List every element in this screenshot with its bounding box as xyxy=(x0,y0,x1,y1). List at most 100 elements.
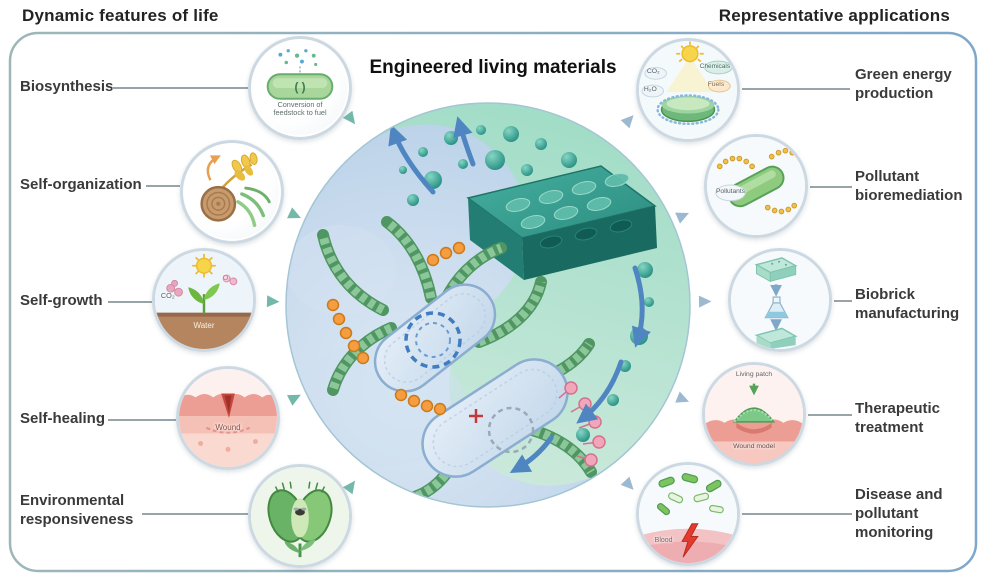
feature-label-environmental-responsiveness: Environmental responsiveness xyxy=(20,492,134,528)
feature-label-self-growth: Self-growth xyxy=(20,292,103,309)
disease-monitoring-icon: Blood xyxy=(636,462,740,566)
self-healing-art xyxy=(179,369,277,467)
wound-label: Wound xyxy=(215,422,241,432)
biobrick-top-icon xyxy=(754,257,798,283)
application-label-biobrick-manufacturing: Biobrick manufacturing xyxy=(855,286,960,322)
output-chips xyxy=(704,60,733,93)
biosynthesis-icon: ( ) Conversion of feedstock to fuel xyxy=(248,36,352,140)
connector-pollutant-bioremediation xyxy=(810,186,852,188)
bioreactor-capsule-icon: ( ) xyxy=(266,73,334,100)
sun-icon xyxy=(676,41,704,63)
environmental-responsiveness-art xyxy=(251,467,349,565)
therapeutic-treatment-icon: Living patch Wound model xyxy=(702,362,806,466)
o2-label: O₂ xyxy=(222,272,232,282)
seedling-icon xyxy=(188,283,220,314)
engineered-bacterium-2 xyxy=(421,358,569,478)
connector-self-healing xyxy=(108,419,176,421)
flask-icon xyxy=(764,296,789,319)
pollutant-bioremediation-art xyxy=(707,137,805,235)
environmental-responsiveness-icon xyxy=(248,464,352,568)
figure-title: Engineered living materials xyxy=(369,57,617,78)
water-label: Water xyxy=(193,320,215,330)
green-energy-art xyxy=(639,41,737,139)
application-label-therapeutic-treatment: Therapeutic treatment xyxy=(855,400,941,436)
disease-monitoring-art xyxy=(639,465,737,563)
pollutant-chain xyxy=(716,147,798,215)
flow-arrow-therapeutic-treatment xyxy=(675,391,690,403)
self-organization-icon xyxy=(180,140,284,244)
connector-biosynthesis xyxy=(112,87,248,89)
flow-arrow-self-growth xyxy=(266,295,280,308)
flow-arrow-green-energy xyxy=(620,115,634,129)
self-healing-icon: Wound xyxy=(176,366,280,470)
lightning-icon xyxy=(681,523,699,558)
feature-label-self-healing: Self-healing xyxy=(20,410,106,427)
blood-label: Blood xyxy=(654,536,673,544)
connector-self-organization xyxy=(146,185,180,187)
fly-icon xyxy=(295,508,305,516)
fuels-label: Fuels xyxy=(707,81,725,89)
living-dish-icon xyxy=(656,94,720,126)
green-energy-icon: CO₂ H₂O Chemicals Fuels xyxy=(636,38,740,142)
flow-arrow-self-healing xyxy=(286,394,301,406)
flow-arrow-biosynthesis xyxy=(342,110,356,125)
biobrick-manufacturing-art xyxy=(731,251,829,349)
living-material-slab xyxy=(466,165,657,280)
h2o-input-label: H₂O xyxy=(643,86,657,94)
venus-flytrap-icon xyxy=(267,481,333,558)
wound-model-label: Wound model xyxy=(733,443,775,451)
input-clouds xyxy=(641,66,667,98)
living-patch-label: Living patch xyxy=(735,370,773,378)
header-dynamic-features: Dynamic features of life xyxy=(22,6,219,25)
connector-green-energy xyxy=(742,88,850,90)
header-applications: Representative applications xyxy=(718,6,950,25)
flow-arrow-pollutant-bioremediation xyxy=(675,212,689,224)
pollutants-label: Pollutants xyxy=(716,187,745,195)
sun-icon xyxy=(192,253,216,278)
wound-depression xyxy=(736,422,772,434)
application-label-pollutant-bioremediation: Pollutant bioremediation xyxy=(855,168,963,204)
pollutants-cloud xyxy=(715,184,746,202)
flow-arrow-disease-monitoring xyxy=(620,476,634,490)
flow-arrows xyxy=(388,116,651,473)
co2-input-label: CO₂ xyxy=(646,68,660,76)
flow-arrow-self-organization xyxy=(287,207,301,219)
feature-label-self-organization: Self-organization xyxy=(20,176,142,193)
light-beam xyxy=(666,56,714,92)
engineered-bacterium-1 xyxy=(373,283,497,393)
connector-biobrick-manufacturing xyxy=(834,300,852,302)
flow-arrow-environmental-responsiveness xyxy=(342,480,356,495)
fiber-icon xyxy=(236,186,271,228)
o2-molecule-icon xyxy=(222,274,238,286)
application-label-green-energy: Green energy production xyxy=(855,66,952,102)
soil xyxy=(155,312,253,349)
connector-disease-monitoring xyxy=(742,513,852,515)
wheat-icon xyxy=(219,152,258,191)
feature-label-biosynthesis: Biosynthesis xyxy=(20,78,114,95)
connector-self-growth xyxy=(108,301,152,303)
biosynthesis-caption: Conversion of feedstock to fuel xyxy=(273,99,327,118)
wood-rings-icon xyxy=(200,185,237,222)
self-growth-art xyxy=(155,251,253,349)
biosynthesis-art: ( ) xyxy=(266,49,334,100)
self-organization-art xyxy=(200,152,271,228)
flow-arrow-biobrick-manufacturing xyxy=(698,295,712,308)
cycle-arrow-icon xyxy=(206,155,221,181)
self-growth-icon: CO₂ O₂ Water xyxy=(152,248,256,352)
biobrick-manufacturing-icon xyxy=(728,248,832,352)
center-illustration xyxy=(285,102,691,508)
biobrick-bottom-icon xyxy=(754,327,798,349)
connector-therapeutic-treatment xyxy=(808,414,852,416)
co2-molecule-icon xyxy=(166,279,183,297)
chemicals-label: Chemicals xyxy=(699,62,731,70)
pollutant-bioremediation-icon: Pollutants xyxy=(704,134,808,238)
feedstock-particles-icon xyxy=(278,49,318,73)
connector-environmental-responsiveness xyxy=(142,513,248,515)
application-label-disease-monitoring: Disease and pollutant monitoring xyxy=(855,486,943,541)
orange-bead-chain xyxy=(326,241,466,416)
therapeutic-treatment-art xyxy=(705,365,803,463)
bacteria-scatter-icon xyxy=(656,473,724,516)
svg-text:( ): ( ) xyxy=(294,81,305,94)
